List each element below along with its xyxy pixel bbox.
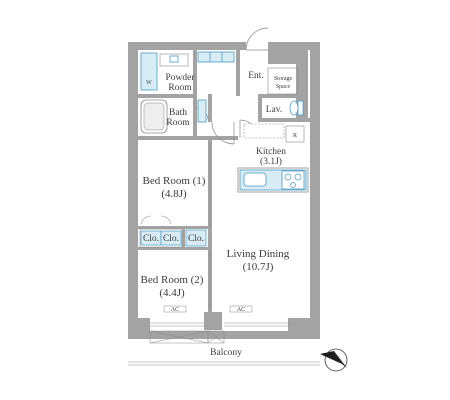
vanity [159, 53, 189, 67]
compass-north-arrow-icon [320, 348, 348, 372]
ac-label-2: AC [237, 307, 245, 313]
storage-space-outline [267, 67, 299, 95]
bed-room-1-label: Bed Room (1) [143, 175, 206, 187]
living-dining-size: (10.7J) [243, 261, 274, 273]
closet-label-1: Clo. [143, 234, 159, 244]
powder-room-fixtures [140, 52, 189, 91]
closets [139, 215, 207, 248]
washer-pan [140, 52, 158, 91]
air-conditioners [163, 305, 253, 313]
sink [169, 55, 179, 63]
interior-walls [138, 50, 310, 330]
entrance-fixtures [197, 51, 235, 63]
balcony-floor [149, 330, 225, 344]
upper-cabinet [243, 123, 285, 139]
bed-room-2-size: (4.4J) [159, 287, 185, 299]
balcony-label: Balcony [210, 348, 242, 358]
lavatory-fixtures [289, 100, 304, 116]
lavatory-label: Lav. [266, 105, 283, 115]
door-lines [128, 142, 320, 366]
powder-room-label: Powder [165, 73, 195, 83]
bed-room-1-size: (4.8J) [161, 188, 187, 200]
entrance-label: Ent. [248, 71, 264, 81]
refrigerator-space [285, 125, 305, 143]
washer-label: W [146, 80, 152, 86]
closet-label-2: Clo. [163, 234, 179, 244]
room-labels: Powder Room W Bath Room Ent. Storage Spa… [141, 71, 297, 358]
refrigerator-label: R [293, 133, 297, 139]
living-dining-label: Living Dining [227, 248, 290, 260]
toilet [289, 100, 299, 116]
bed-room-2-label: Bed Room (2) [141, 274, 204, 286]
ac-label-1: AC [171, 307, 179, 313]
kitchen-size: (3.1J) [260, 156, 282, 167]
storage-label: Storage [274, 76, 293, 82]
cooktop [281, 170, 305, 190]
storage-label-2: Space [276, 84, 291, 90]
bath-mirror [197, 99, 207, 123]
bath-room-label: Bath [169, 108, 187, 118]
bath-room-fixtures [140, 99, 207, 134]
closet-label-3: Clo. [188, 234, 204, 244]
powder-room-label-2: Room [168, 83, 192, 93]
kitchen-sink [243, 172, 267, 187]
bath-room-label-2: Room [166, 118, 190, 128]
kitchen-label: Kitchen [256, 147, 286, 157]
kitchen-fixtures [237, 123, 309, 193]
